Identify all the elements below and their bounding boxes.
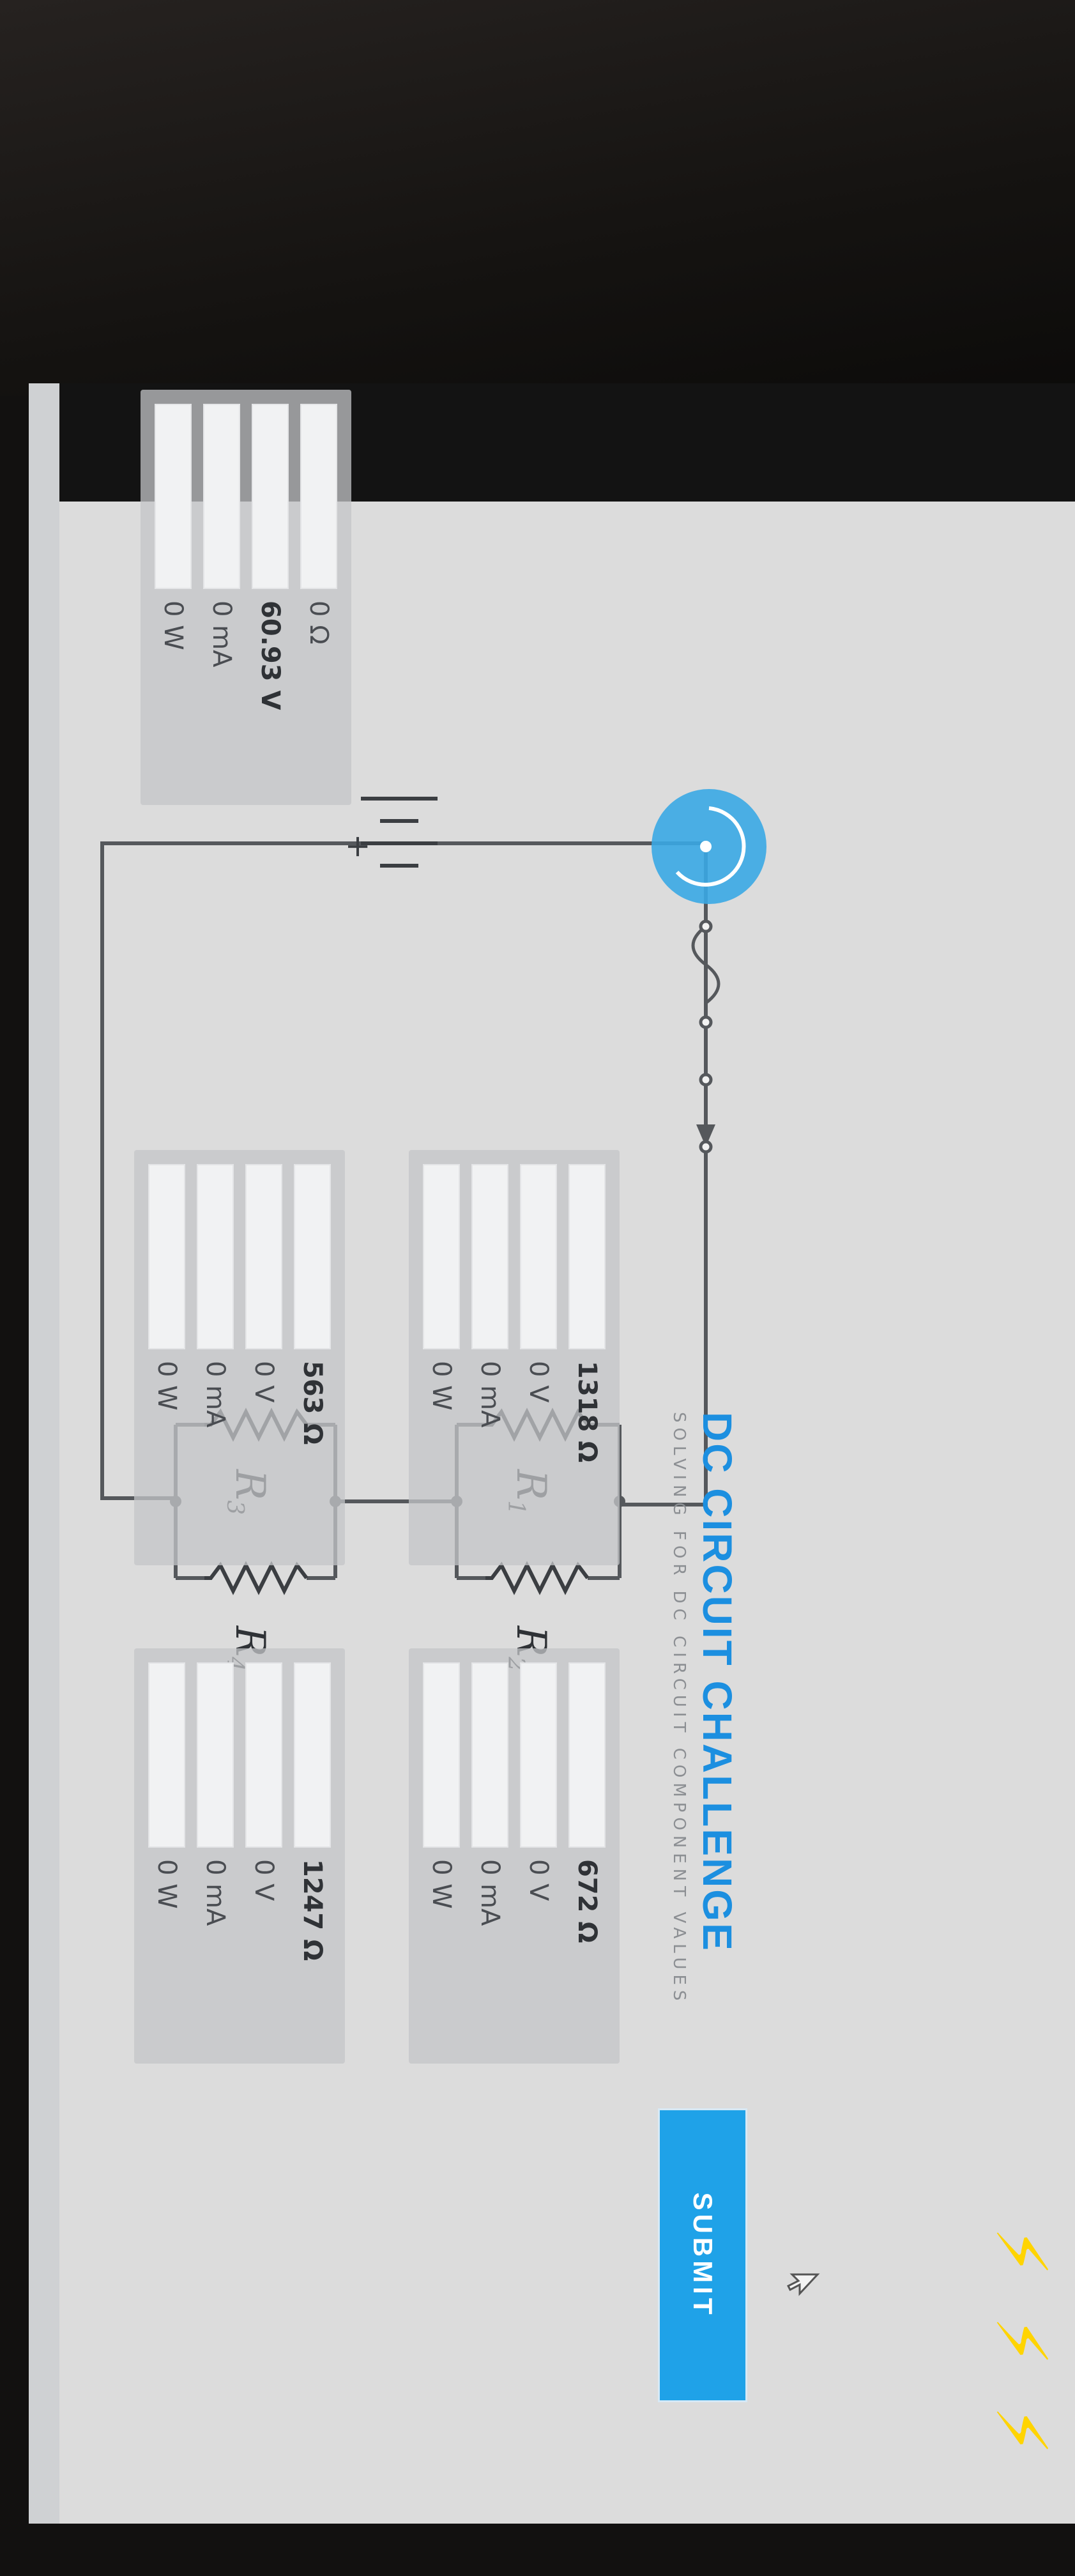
lightning-bolt-icon: ⚡ xyxy=(980,2405,1062,2455)
page-subtitle: SOLVING FOR DC CIRCUIT COMPONENT VALUES xyxy=(669,1412,689,2006)
r4-voltage: 0 V xyxy=(249,1859,278,1901)
source-voltage-field[interactable] xyxy=(252,404,289,589)
lightning-bolt-icon: ⚡ xyxy=(980,2316,1062,2366)
r1-panel: 1318 Ω 0 V 0 mA 0 W xyxy=(409,1150,620,1565)
r3-voltage-field[interactable] xyxy=(245,1164,282,1349)
r1-voltage: 0 V xyxy=(524,1361,553,1403)
battery-symbol xyxy=(361,797,438,868)
r3-resistance-field[interactable] xyxy=(294,1164,331,1349)
source-current-field[interactable] xyxy=(203,404,240,589)
lightning-bolt-icon: ⚡ xyxy=(980,2227,1062,2276)
monitor-bezel xyxy=(0,0,1075,396)
r3-current-field[interactable] xyxy=(197,1164,234,1349)
r3-power: 0 W xyxy=(152,1361,181,1411)
r4-resistance-field[interactable] xyxy=(294,1662,331,1848)
r3-voltage: 0 V xyxy=(249,1361,278,1403)
r2-zigzag xyxy=(485,1561,590,1595)
r3-power-field[interactable] xyxy=(148,1164,185,1349)
current-arrow-icon xyxy=(696,1124,715,1154)
r2-resistance: 672 Ω xyxy=(572,1859,602,1943)
source-panel: 0 Ω 60.93 V 0 mA 0 W xyxy=(141,390,351,805)
source-power: 0 W xyxy=(158,601,188,650)
fuse-icon xyxy=(691,919,720,1087)
r4-panel: 1247 Ω 0 V 0 mA 0 W xyxy=(134,1648,345,2064)
r1-voltage-field[interactable] xyxy=(520,1164,557,1349)
r4-current-field[interactable] xyxy=(197,1662,234,1848)
r3-resistance: 563 Ω xyxy=(298,1361,327,1445)
source-power-field[interactable] xyxy=(155,404,192,589)
r3-panel: 563 Ω 0 V 0 mA 0 W xyxy=(134,1150,345,1565)
r3-current: 0 mA xyxy=(201,1361,230,1428)
r2-current-field[interactable] xyxy=(471,1662,508,1848)
page-title: DC CIRCUIT CHALLENGE xyxy=(694,1412,740,1952)
source-voltage: 60.93 V xyxy=(255,601,285,710)
battery-plus-label: + xyxy=(340,834,376,859)
mouse-cursor-icon xyxy=(786,2273,820,2296)
r2-voltage-field[interactable] xyxy=(520,1662,557,1848)
r4-zigzag xyxy=(204,1561,309,1595)
r2-resistance-field[interactable] xyxy=(568,1662,606,1848)
r1-resistance: 1318 Ω xyxy=(572,1361,602,1463)
browser-edge xyxy=(29,383,59,2524)
submit-button[interactable]: SUBMIT xyxy=(658,2108,747,2402)
r4-power: 0 W xyxy=(152,1859,181,1909)
top-wire xyxy=(620,850,708,1506)
r2-voltage: 0 V xyxy=(524,1859,553,1901)
r1-power: 0 W xyxy=(427,1361,456,1411)
r1-current: 0 mA xyxy=(475,1361,505,1428)
r2-power: 0 W xyxy=(427,1859,456,1909)
r2-panel: 672 Ω 0 V 0 mA 0 W xyxy=(409,1648,620,2064)
r2-power-field[interactable] xyxy=(423,1662,460,1848)
r1-power-field[interactable] xyxy=(423,1164,460,1349)
r4-voltage-field[interactable] xyxy=(245,1662,282,1848)
r1-current-field[interactable] xyxy=(471,1164,508,1349)
r4-resistance: 1247 Ω xyxy=(298,1859,327,1961)
source-current: 0 mA xyxy=(207,601,236,668)
switch-icon[interactable] xyxy=(652,789,766,904)
r4-current: 0 mA xyxy=(201,1859,230,1926)
source-resistance-field[interactable] xyxy=(300,404,337,589)
r2-current: 0 mA xyxy=(475,1859,505,1926)
source-resistance: 0 Ω xyxy=(304,601,333,645)
r4-power-field[interactable] xyxy=(148,1662,185,1848)
r1-resistance-field[interactable] xyxy=(568,1164,606,1349)
